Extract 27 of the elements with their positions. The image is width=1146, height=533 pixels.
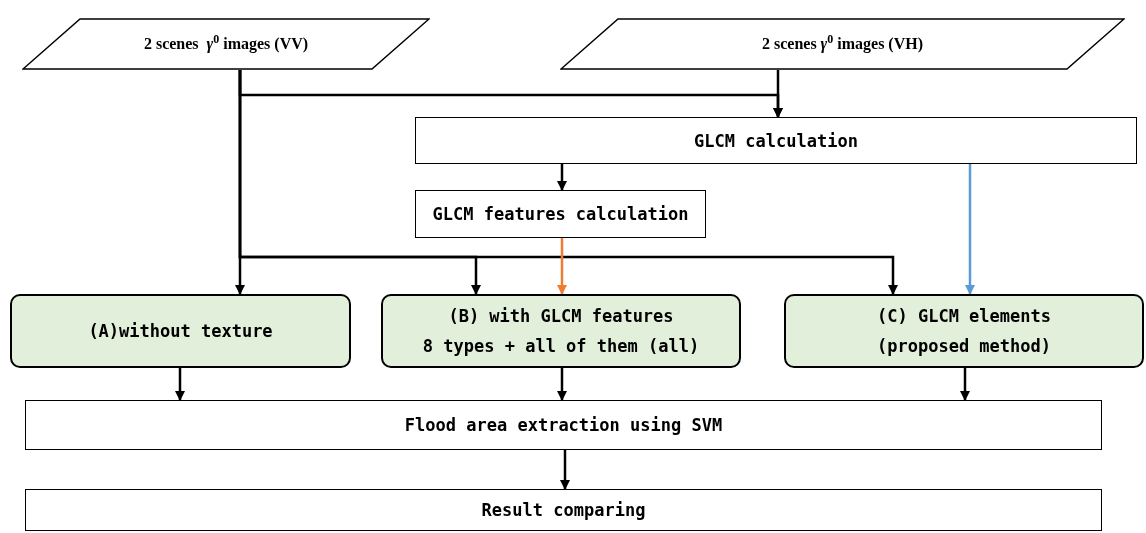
method-box: [10, 294, 351, 368]
arrow: [557, 164, 567, 191]
box-label: 8 types + all of them (all): [422, 335, 700, 358]
arrow: [557, 238, 567, 295]
box-label: Flood area extraction using SVM: [404, 414, 723, 437]
method-box: [381, 294, 741, 368]
process-box: [25, 489, 1102, 531]
input-label: 2 scenes γ$^{0}$ images (VH): [761, 32, 924, 55]
arrow: [557, 368, 567, 401]
arrow: [175, 368, 185, 401]
method-box: [784, 294, 1144, 368]
box-label: Result comparing: [481, 499, 646, 522]
arrow: [238, 70, 898, 295]
arrow: [560, 450, 570, 490]
arrow: [965, 164, 975, 295]
box-label: (C) GLCM elements: [877, 305, 1051, 328]
box-label: GLCM calculation: [694, 129, 858, 153]
box-label: (proposed method): [877, 335, 1051, 358]
process-box: [415, 117, 1137, 164]
arrow: [960, 368, 970, 401]
box-label: GLCM features calculation: [432, 203, 689, 226]
process-box: [415, 190, 706, 238]
box-label: (B) with GLCM features: [448, 305, 674, 328]
input-label: 2 scenes γ$^{0}$ images (VV): [143, 32, 309, 55]
process-box: [25, 400, 1102, 450]
box-label: (A)without texture: [88, 320, 273, 343]
arrow: [773, 70, 783, 118]
